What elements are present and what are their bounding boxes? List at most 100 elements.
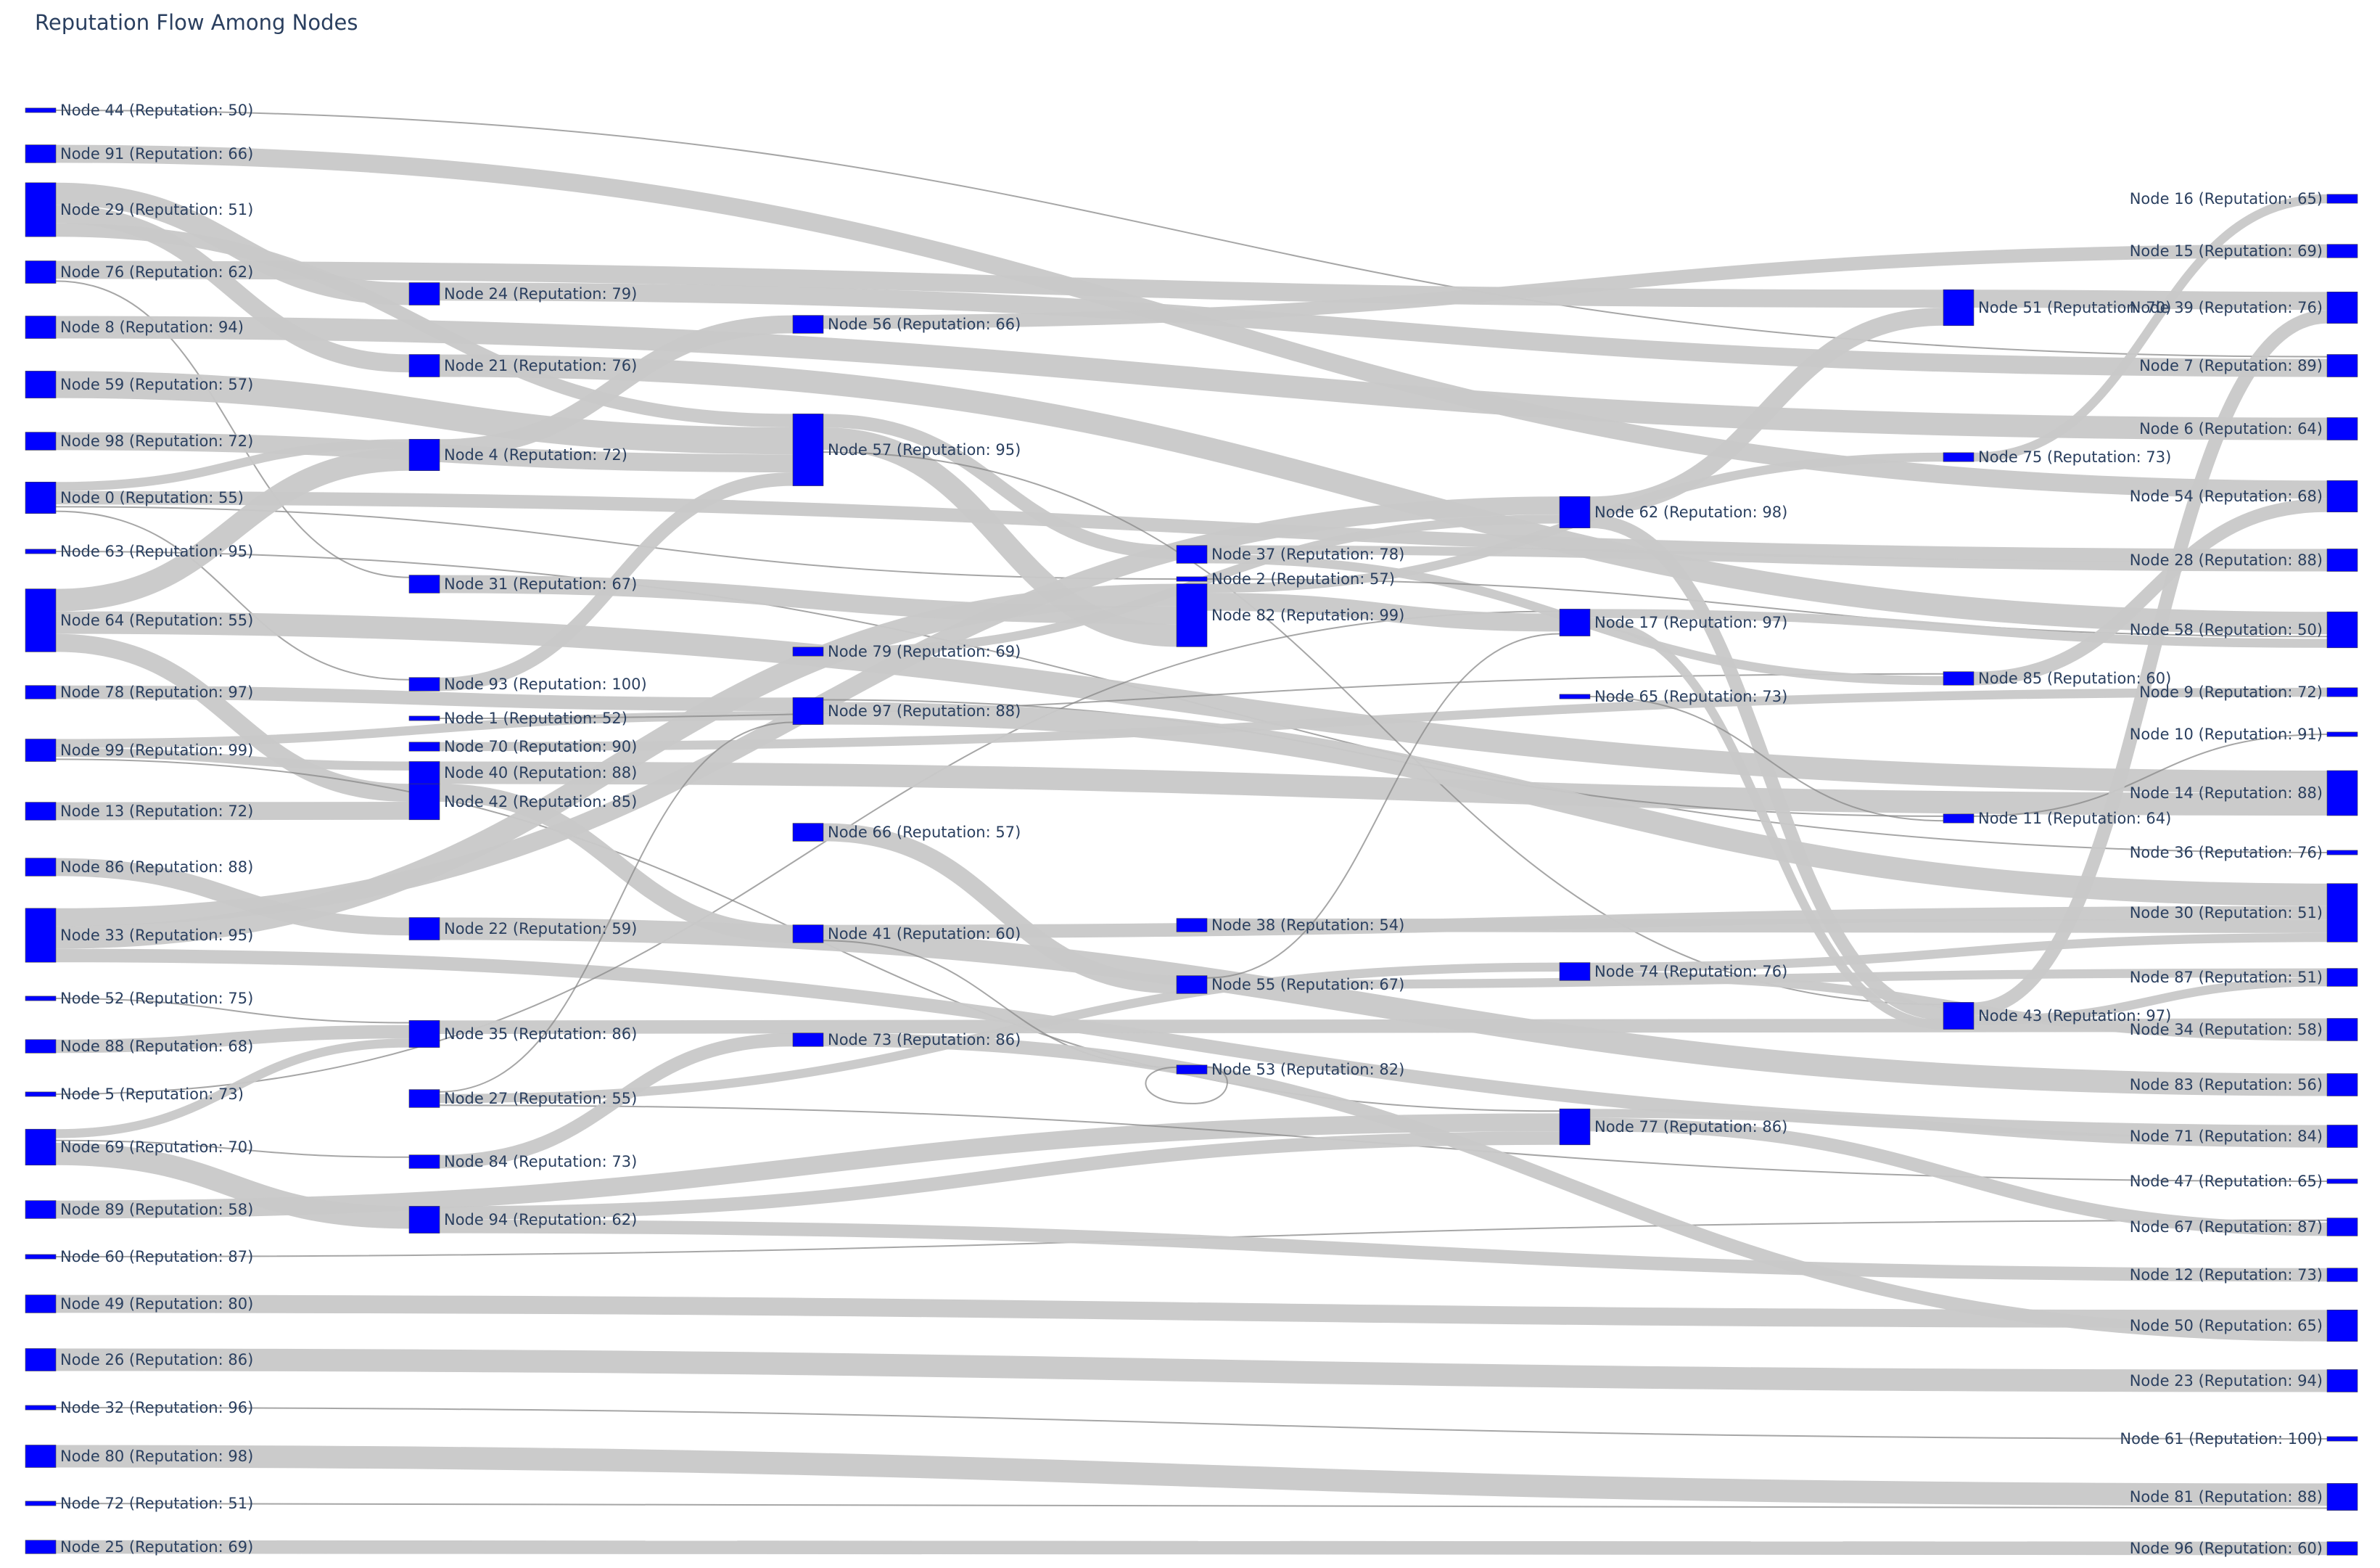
sankey-node[interactable]: [2326, 1073, 2358, 1096]
sankey-link[interactable]: [1145, 1066, 1228, 1104]
sankey-link[interactable]: [55, 611, 2328, 793]
sankey-node[interactable]: [2326, 731, 2358, 737]
sankey-link[interactable]: [55, 490, 2328, 563]
sankey-node[interactable]: [25, 588, 57, 652]
sankey-link[interactable]: [1589, 308, 1944, 515]
sankey-link[interactable]: [1589, 1109, 2328, 1148]
sankey-node[interactable]: [2326, 1218, 2358, 1236]
sankey-node[interactable]: [408, 917, 440, 940]
sankey-node[interactable]: [2326, 1483, 2358, 1511]
sankey-link[interactable]: [55, 1294, 2328, 1329]
sankey-node[interactable]: [25, 1501, 57, 1506]
sankey-node[interactable]: [1559, 694, 1591, 699]
sankey-link[interactable]: [823, 1033, 2328, 1342]
sankey-link[interactable]: [439, 575, 1177, 625]
sankey-link[interactable]: [55, 633, 410, 802]
sankey-link[interactable]: [823, 427, 1177, 647]
sankey-link[interactable]: [55, 1113, 1560, 1219]
sankey-link[interactable]: [55, 1348, 2328, 1392]
sankey-node[interactable]: [25, 1405, 57, 1411]
sankey-node[interactable]: [1176, 583, 1208, 647]
sankey-link[interactable]: [1973, 194, 2328, 462]
sankey-node[interactable]: [25, 1540, 57, 1554]
sankey-node[interactable]: [408, 1020, 440, 1048]
sankey-link[interactable]: [1973, 310, 2328, 1016]
sankey-node[interactable]: [1176, 545, 1208, 564]
sankey-link[interactable]: [439, 282, 2328, 377]
sankey-node[interactable]: [2326, 549, 2358, 572]
sankey-link[interactable]: [439, 673, 1944, 719]
sankey-node[interactable]: [2326, 611, 2358, 649]
sankey-link[interactable]: [1589, 514, 1944, 1021]
sankey-link[interactable]: [1973, 977, 2328, 1025]
sankey-link[interactable]: [1589, 609, 2328, 648]
sankey-link[interactable]: [1589, 932, 2328, 972]
sankey-node[interactable]: [408, 1206, 440, 1234]
sankey-link[interactable]: [439, 687, 2328, 752]
sankey-link[interactable]: [55, 1038, 410, 1138]
sankey-node[interactable]: [25, 858, 57, 877]
sankey-node[interactable]: [1559, 962, 1591, 981]
sankey-node[interactable]: [2326, 1125, 2358, 1148]
sankey-link[interactable]: [55, 1139, 410, 1158]
sankey-node[interactable]: [2326, 1310, 2358, 1342]
sankey-node[interactable]: [25, 182, 57, 237]
sankey-node[interactable]: [25, 107, 57, 113]
sankey-node[interactable]: [1943, 671, 1975, 686]
sankey-node[interactable]: [25, 1254, 57, 1260]
sankey-node[interactable]: [25, 1128, 57, 1166]
sankey-link[interactable]: [1589, 1117, 2328, 1236]
sankey-node[interactable]: [25, 549, 57, 554]
sankey-node[interactable]: [2326, 1178, 2358, 1184]
sankey-node[interactable]: [408, 438, 440, 471]
sankey-link[interactable]: [55, 1142, 410, 1229]
sankey-node[interactable]: [792, 414, 824, 486]
sankey-node[interactable]: [25, 1445, 57, 1468]
sankey-link[interactable]: [439, 962, 1560, 1104]
sankey-node[interactable]: [792, 823, 824, 842]
sankey-link[interactable]: [439, 721, 794, 1093]
sankey-link[interactable]: [823, 823, 1177, 994]
sankey-node[interactable]: [2326, 480, 2358, 512]
sankey-node[interactable]: [408, 282, 440, 305]
sankey-node[interactable]: [2326, 687, 2358, 697]
sankey-link[interactable]: [55, 858, 410, 936]
sankey-link[interactable]: [1206, 633, 1560, 979]
sankey-node[interactable]: [792, 647, 824, 657]
sankey-node[interactable]: [25, 1294, 57, 1313]
sankey-link[interactable]: [55, 1445, 2328, 1506]
sankey-node[interactable]: [1176, 975, 1208, 994]
sankey-node[interactable]: [25, 802, 57, 821]
sankey-link[interactable]: [439, 1220, 2328, 1282]
sankey-node[interactable]: [25, 144, 57, 163]
sankey-node[interactable]: [1943, 289, 1975, 327]
sankey-node[interactable]: [25, 432, 57, 451]
sankey-node[interactable]: [2326, 1268, 2358, 1282]
sankey-link[interactable]: [1973, 290, 2328, 311]
sankey-node[interactable]: [25, 685, 57, 699]
sankey-link[interactable]: [55, 280, 410, 578]
sankey-node[interactable]: [1559, 609, 1591, 636]
sankey-link[interactable]: [55, 110, 2328, 358]
sankey-link[interactable]: [55, 1540, 2328, 1556]
sankey-node[interactable]: [25, 1091, 57, 1097]
sankey-link[interactable]: [1206, 918, 2328, 933]
sankey-link[interactable]: [55, 1503, 2328, 1509]
sankey-link[interactable]: [439, 1033, 794, 1169]
sankey-link[interactable]: [823, 702, 2328, 906]
sankey-link[interactable]: [55, 316, 2328, 440]
sankey-node[interactable]: [792, 315, 824, 334]
sankey-node[interactable]: [25, 481, 57, 514]
sankey-link[interactable]: [55, 685, 794, 711]
sankey-link[interactable]: [1206, 593, 1560, 632]
sankey-link[interactable]: [439, 472, 794, 691]
sankey-node[interactable]: [408, 1154, 440, 1169]
sankey-link[interactable]: [439, 761, 2328, 816]
sankey-node[interactable]: [2326, 883, 2358, 943]
sankey-node[interactable]: [25, 908, 57, 963]
sankey-node[interactable]: [408, 354, 440, 377]
sankey-link[interactable]: [439, 1131, 1560, 1220]
sankey-node[interactable]: [1176, 918, 1208, 932]
sankey-node[interactable]: [792, 1033, 824, 1047]
sankey-node[interactable]: [25, 1039, 57, 1054]
